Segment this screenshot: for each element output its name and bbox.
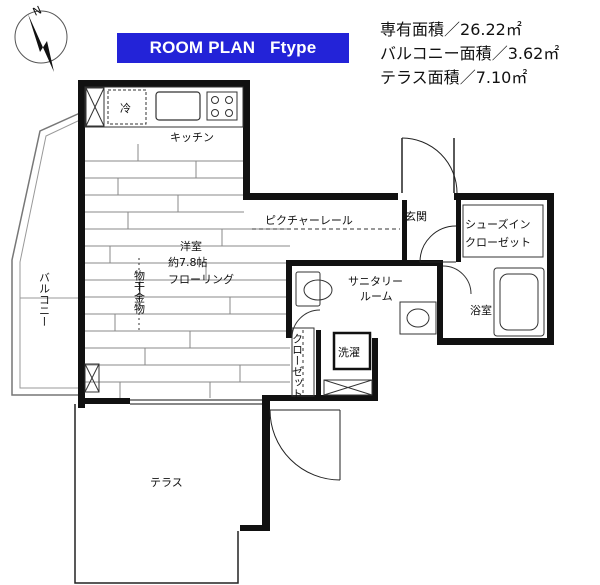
shoe-closet-label-2: クローゼット [465,236,531,249]
windows [130,399,262,405]
entrance-door [401,137,458,194]
entrance-label: 玄関 [405,209,427,223]
sanitary-label-2: ルーム [360,290,393,303]
stove-burner-icon [211,109,219,117]
area-row: バルコニー面積／3.62㎡ [380,44,560,63]
compass-circle [14,10,68,64]
terrace-door [269,409,341,481]
compass-needle-icon [28,14,54,72]
compass: N [14,3,68,72]
area-label: バルコニー面積 [380,44,492,63]
room-plan-banner: ROOM PLAN Ftype [117,33,349,63]
area-value: 7.10㎡ [475,68,528,87]
wall-kitchen-top [78,80,250,87]
wall-sanitary-top [286,260,440,266]
wall-left [78,80,85,408]
wall-right [547,193,554,345]
wall-rail [243,193,398,200]
balcony-label: バルコニー [38,272,51,327]
balcony-outline-inner [19,119,81,389]
stove [206,91,238,121]
balcony [11,112,81,396]
compass-north-label: N [31,3,44,18]
area-value: 3.62㎡ [507,44,560,63]
shaft [84,363,100,393]
sink [155,91,201,121]
wall-bath-left [437,260,443,345]
stove-burner-icon [225,109,233,117]
wall-utility-right [372,338,378,400]
wall-kitchen-right [243,80,250,198]
terrace-label: テラス [150,476,183,489]
wall-terrace-right [262,401,270,531]
area-row: 専有面積／26.22㎡ [380,20,522,39]
wall-bottom-left [78,398,130,404]
wall-terrace-bottom [240,525,270,531]
balcony-outline [11,112,81,396]
kitchen-counter [84,86,244,128]
washer-label: 洗濯 [338,346,360,359]
area-value: 26.22㎡ [460,20,522,39]
wall-entrance-top [454,193,554,200]
entrance-inner-door [419,225,457,263]
closet [291,327,315,397]
wall-sanitary-left [286,260,292,338]
kitchen-label: キッチン [170,131,214,144]
flooring [85,144,290,398]
wall-shoe-left [456,200,461,262]
picture-rail-label: ピクチャーレール [265,214,353,227]
western-room-size: 約7.8帖 [168,255,208,269]
area-list: 専有面積／26.22㎡ バルコニー面積／3.62㎡ テラス面積／7.10㎡ [380,18,595,90]
wall-entrance-left [402,200,407,262]
walls [78,80,554,531]
bathtub [493,267,545,337]
area-label: 専有面積 [380,20,445,39]
toilet [295,271,333,307]
area-row: テラス面積／7.10㎡ [380,68,528,87]
bath-door [442,265,472,295]
kitchen [84,86,244,128]
western-room-label: 洋室 [180,239,202,253]
terrace-outline [74,404,239,584]
western-room-floor: フローリング [168,272,234,286]
stove-burner-icon [225,96,233,104]
bath-label: 浴室 [470,303,492,317]
laundry-pole-label: 物干金物 [133,269,146,314]
wall-closet-right [316,330,321,400]
fridge-label: 冷 [120,102,131,115]
wall-bath-bottom [440,338,554,345]
shoe-closet [462,204,544,258]
shoe-closet-label-1: シューズイン [465,217,530,231]
fridge [107,89,147,125]
sanitary-label-1: サニタリー [348,275,403,288]
closet-label: クローゼット [291,333,304,399]
washer [332,331,372,371]
kitchen-shaft [85,87,105,127]
area-label: テラス面積 [380,68,460,87]
stove-burner-icon [211,96,219,104]
vanity [399,301,437,335]
